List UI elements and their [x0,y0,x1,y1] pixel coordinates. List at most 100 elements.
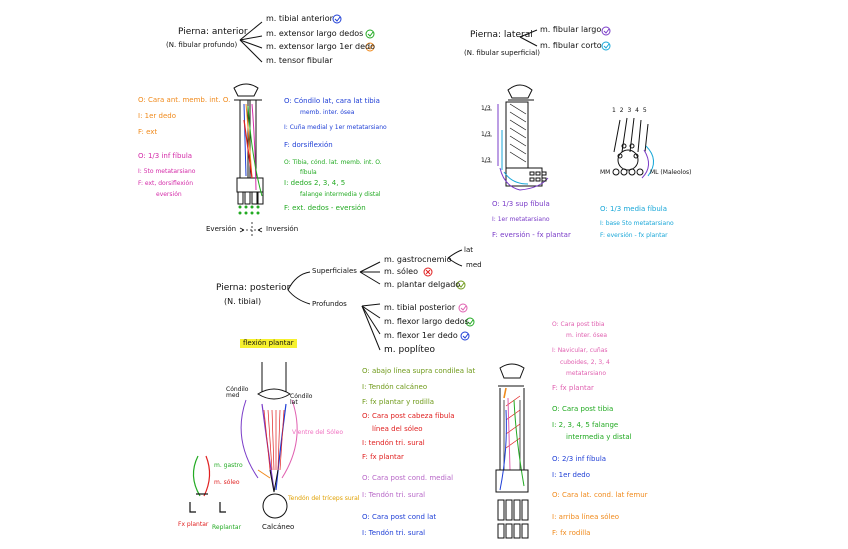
post-mid-note-9: I: Tendón tri. sural [362,491,426,499]
post-right-note-1: O: Cara post tibia [552,321,605,328]
gastro-label: m. gastro [214,462,243,469]
anterior-toe-dots [238,205,260,215]
anterior-left-note-6: F: ext, dorsiflexión [138,180,194,187]
anterior-subtitle: (N. fibular profundo) [166,41,238,49]
anterior-muscle-2: m. extensor largo dedos [266,29,364,38]
lateral-third-1: 1/3 [481,105,491,112]
ml-label: ML (Maleolos) [650,169,692,176]
anterior-left-note-4: O: 1/3 inf fíbula [138,152,193,160]
anterior-title: Pierna: anterior [178,27,248,37]
post-right-note-12: O: Cara lat. cond. lat femur [552,491,648,499]
lateral-third-2: 1/3 [481,131,491,138]
post-mid-note-8: O: Cara post cond. medial [362,474,454,482]
sup-muscle-2: m. sóleo [384,267,418,276]
sup-muscle-1: m. gastrocnemio [384,255,452,264]
post-mid-note-5: línea del sóleo [372,425,423,433]
anterior-right-note-9: F: ext. dedos - eversión [284,204,366,212]
posterior-subtitle: (N. tibial) [224,297,262,306]
anterior-leg-drawing [233,83,264,205]
sup-muscle-3: m. plantar delgado [384,280,461,289]
anterior-right-note-2: memb. inter. ósea [300,109,355,116]
post-right-note-13: I: arriba línea sóleo [552,513,620,521]
anterior-right-note-4: F: dorsiflexión [284,141,333,149]
post-right-note-7: O: Cara post tibia [552,405,614,413]
condilo-med-label: Cóndilo med [226,386,249,399]
lateral-bracket [519,29,538,47]
anterior-muscle-3: m. extensor largo 1er dedo [266,42,376,51]
post-right-note-14: F: fx rodilla [552,529,591,537]
lateral-note-3: F: eversión - fx plantar [492,231,571,239]
vientre-soleo-label: Vientre del Sóleo [292,429,344,436]
superficiales-label: Superficiales [312,267,357,275]
posterior-superficial-leg-drawing [240,362,298,519]
lateral-title: Pierna: lateral [470,30,533,40]
profundos-label: Profundos [312,300,347,308]
post-mid-note-2: I: Tendón calcáneo [362,383,428,391]
anterior-left-note-2: I: 1er dedo [138,112,176,120]
fx-plantar-label: Fx plantar [178,521,209,528]
eversion-label: Eversión [206,225,237,233]
anterior-muscle-4: m. tensor fibular [266,56,333,65]
eversion-inversion-arrows [239,222,263,238]
posterior-bracket [287,249,463,351]
lateral-note-2: I: 1er metatarsiano [492,216,550,223]
replantar-label: Replantar [212,524,242,531]
post-mid-note-11: I: Tendón tri. sural [362,529,426,537]
tendon-triceps-label: Tendón del tríceps sural [288,495,360,502]
lateral-muscle-2: m. fibular corto [540,41,602,50]
posterior-check-icons [423,267,475,341]
anterior-check-icons [332,14,375,52]
lateral-leg-drawing [484,84,549,191]
post-mid-note-7: F: fx plantar [362,453,404,461]
condilo-lat-label: Cóndilo lat [290,393,313,406]
post-mid-note-3: F: fx plantar y rodilla [362,398,435,406]
anterior-right-note-7: I: dedos 2, 3, 4, 5 [284,179,346,187]
post-right-note-2: m. inter. ósea [566,332,608,339]
calcaneo-label: Calcáneo [262,523,295,531]
lateral-note-4: O: 1/3 media fíbula [600,205,668,213]
anterior-right-note-5: O: Tibia, cónd. lat. memb. int. O. [284,159,382,166]
post-mid-note-4: O: Cara post cabeza fíbula [362,412,455,420]
anterior-right-note-6: fíbula [300,169,317,176]
lateral-foot-drawing [612,117,654,179]
deep-muscle-4: m. poplíteo [384,345,435,355]
deep-muscle-3: m. flexor 1er dedo [384,331,458,340]
inversion-label: Inversión [266,225,299,233]
post-right-note-5: metatarsiano [566,370,607,377]
post-right-note-10: O: 2/3 inf fíbula [552,455,607,463]
post-right-note-11: I: 1er dedo [552,471,590,479]
gastro-med-label: med [466,261,482,269]
post-right-note-3: I: Navicular, cuñas [552,347,608,354]
anterior-right-note-8: falange intermedia y distal [300,191,381,198]
anterior-bracket [239,21,263,63]
foot-toe-numbers: 1 2 3 4 5 [612,107,648,114]
lateral-note-5: I: base 5to metatarsiano [600,220,674,227]
post-mid-note-10: O: Cara post cond lat [362,513,437,521]
lateral-note-6: F: eversión - fx plantar [600,232,668,239]
lateral-subtitle: (N. fibular superficial) [464,49,540,57]
lateral-third-3: 1/3 [481,157,491,164]
post-right-note-9: intermedia y distal [566,433,632,441]
lateral-muscle-1: m. fibular largo [540,25,602,34]
post-right-note-6: F: fx plantar [552,384,594,392]
anterior-left-note-3: F: ext [138,128,158,136]
post-right-note-8: I: 2, 3, 4, 5 falange [552,421,619,429]
posterior-title: Pierna: posterior [216,283,291,293]
anterior-left-note-5: I: 5to metatarsiano [138,168,196,175]
anterior-right-note-1: O: Cóndilo lat, cara lat tibia [284,97,380,105]
mm-label: MM [600,169,611,176]
anterior-left-note-7: eversión [156,191,182,198]
lateral-note-1: O: 1/3 sup fíbula [492,200,550,208]
post-mid-note-1: O: abajo línea supra condilea lat [362,367,476,375]
gastro-lat-label: lat [464,246,473,254]
calf-side-figure [189,455,226,513]
anterior-left-note-1: O: Cara ant. memb. int. O. [138,96,231,104]
anterior-muscle-1: m. tibial anterior [266,14,333,23]
flexion-plantar-highlight: flexión plantar [240,339,297,348]
deep-muscle-2: m. flexor largo dedos [384,317,469,326]
post-right-note-4: cuboides, 2, 3, 4 [560,359,610,366]
soleo-label: m. sóleo [214,479,240,486]
lateral-check-icons [601,26,611,51]
